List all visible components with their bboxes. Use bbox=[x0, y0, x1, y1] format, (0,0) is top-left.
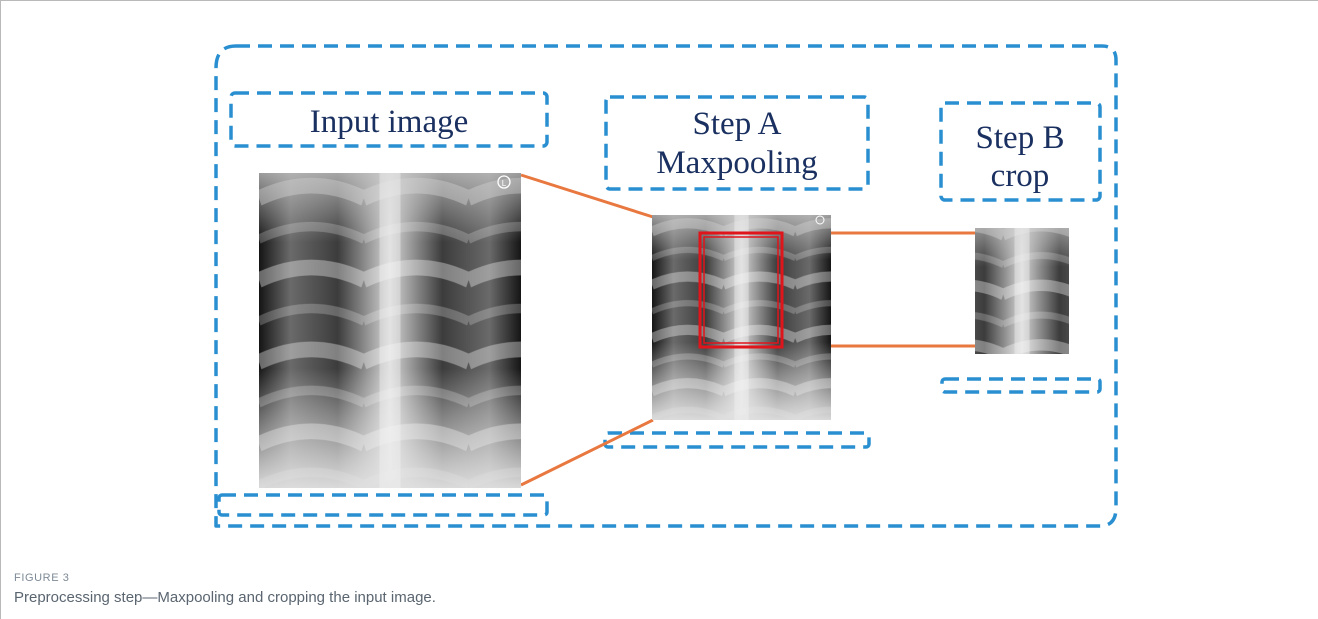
svg-text:L: L bbox=[502, 179, 507, 188]
input-xray-image: L bbox=[259, 173, 521, 488]
step-b-title-line2: crop bbox=[991, 158, 1050, 194]
step-a-title-line2: Maxpooling bbox=[656, 145, 817, 181]
input-bottom-box bbox=[219, 495, 547, 515]
step-a-bottom-box bbox=[605, 433, 869, 447]
step-a-title-line1: Step A bbox=[693, 106, 782, 142]
input-image-title: Input image bbox=[310, 104, 469, 140]
cropped-xray-image bbox=[928, 217, 1116, 446]
preprocessing-diagram: Input image Step A Maxpooling Step B cro… bbox=[0, 0, 1318, 570]
figure-caption: Preprocessing step—Maxpooling and croppi… bbox=[14, 589, 436, 606]
step-b-title-line1: Step B bbox=[976, 120, 1065, 156]
figure-label: FIGURE 3 bbox=[14, 572, 70, 584]
maxpooled-xray-image bbox=[652, 215, 831, 420]
step-b-bottom-box bbox=[942, 379, 1100, 392]
connector-input-top bbox=[521, 175, 653, 217]
connector-input-bottom bbox=[521, 420, 653, 485]
